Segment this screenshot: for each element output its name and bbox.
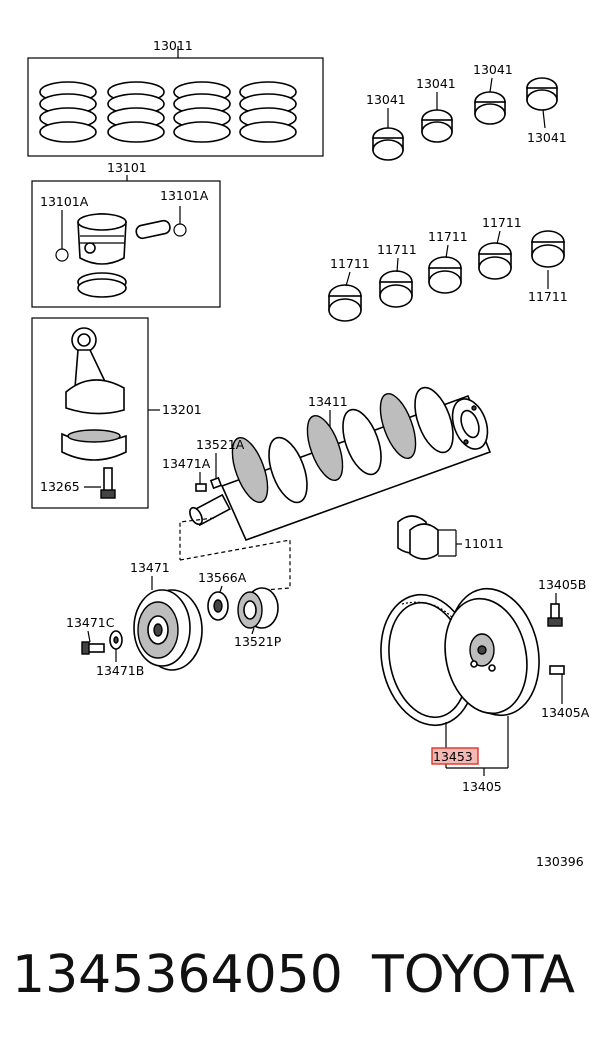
conrod-bearings[interactable]: [372, 77, 558, 161]
piston-pin[interactable]: [135, 219, 171, 240]
flywheel-bolt[interactable]: [547, 603, 563, 627]
oil-seal-retainer[interactable]: [207, 591, 229, 621]
label-13471B[interactable]: 13471B: [96, 663, 144, 678]
crank-small-bolt[interactable]: [195, 483, 207, 492]
label-13521P[interactable]: 13521P: [234, 634, 282, 649]
label-13521A[interactable]: 13521A: [196, 437, 245, 452]
crankshaft[interactable]: [187, 383, 494, 542]
label-13471C[interactable]: 13471C: [66, 615, 115, 630]
label-11711-5[interactable]: 11711: [528, 289, 568, 304]
label-13471A[interactable]: 13471A: [162, 456, 211, 471]
crank-key[interactable]: [209, 476, 223, 490]
label-11711-3[interactable]: 11711: [428, 229, 468, 244]
label-13041-2[interactable]: 13041: [416, 76, 456, 91]
label-11711-4[interactable]: 11711: [482, 215, 522, 230]
crank-pulley-bolt[interactable]: [81, 641, 105, 655]
label-11011[interactable]: 11011: [464, 536, 504, 551]
pin-clip-right[interactable]: [173, 223, 187, 237]
footer-brand: TOYOTA: [371, 945, 575, 1005]
label-11711-1[interactable]: 11711: [330, 256, 370, 271]
ring-gear-label-highlight[interactable]: 13453: [431, 747, 479, 765]
conrod-bolt[interactable]: [100, 467, 116, 499]
conrod-box: [31, 317, 160, 509]
label-13405[interactable]: 13405: [462, 779, 502, 794]
thrust-washers[interactable]: [397, 515, 439, 560]
label-13101A-right[interactable]: 13101A: [160, 188, 209, 203]
piston[interactable]: [77, 213, 127, 298]
label-13453[interactable]: 13453: [433, 749, 473, 764]
label-13471[interactable]: 13471: [130, 560, 170, 575]
label-13101A-left[interactable]: 13101A: [40, 194, 89, 209]
main-bearings[interactable]: [328, 230, 565, 322]
crank-pulley-washer[interactable]: [109, 630, 123, 650]
label-13411[interactable]: 13411: [308, 394, 348, 409]
crank-pulley[interactable]: [133, 589, 203, 671]
piston-rings[interactable]: [39, 81, 297, 143]
label-13405A[interactable]: 13405A: [541, 705, 590, 720]
flywheel[interactable]: [435, 580, 551, 723]
label-11711-2[interactable]: 11711: [377, 242, 417, 257]
connecting-rod[interactable]: [61, 327, 127, 461]
label-13201[interactable]: 13201: [162, 402, 202, 417]
piston-ring-set-box: [27, 46, 324, 157]
label-13405B[interactable]: 13405B: [538, 577, 586, 592]
label-13041-3[interactable]: 13041: [473, 62, 513, 77]
flywheel-pin[interactable]: [549, 665, 565, 675]
pin-clip-left[interactable]: [55, 248, 69, 262]
alignment-lines: [179, 517, 291, 591]
piston-box: [31, 180, 221, 308]
label-13566A[interactable]: 13566A: [198, 570, 247, 585]
timing-gear[interactable]: [237, 587, 279, 629]
diagram-code: 130396: [536, 854, 584, 869]
label-13041-4[interactable]: 13041: [527, 130, 567, 145]
label-13041-1[interactable]: 13041: [366, 92, 406, 107]
label-13265[interactable]: 13265: [40, 479, 80, 494]
footer-part-number: 1345364050: [12, 945, 343, 1005]
label-13101[interactable]: 13101: [107, 160, 147, 175]
label-13011[interactable]: 13011: [153, 38, 193, 53]
